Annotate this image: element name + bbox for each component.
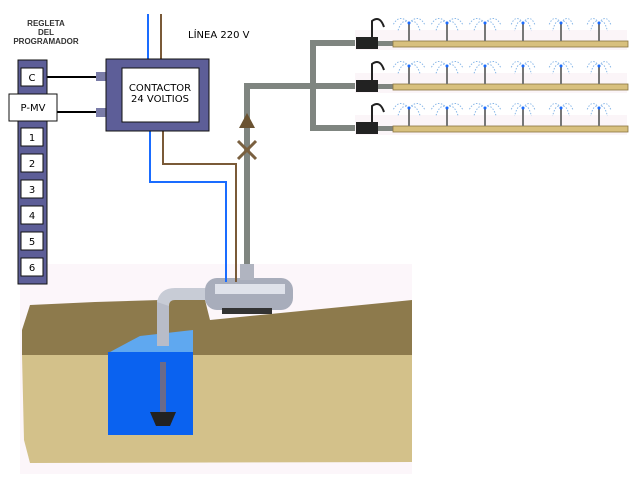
contactor: CONTACTOR 24 VOLTIOS (96, 58, 210, 132)
shutoff-valve-icon (236, 139, 258, 161)
sprinkler-icon (468, 18, 502, 41)
contactor-label-1: CONTACTOR (129, 83, 191, 94)
terminal-p-mv: P-MV (8, 93, 58, 122)
suction-pipe (160, 362, 166, 412)
programmer-strip: C P-MV 1 2 3 4 5 6 (8, 59, 58, 285)
sprinkler-row (355, 61, 629, 93)
sprinkler-icon (548, 18, 574, 41)
terminal-label: 2 (29, 159, 35, 170)
terminal-label: 6 (29, 263, 35, 274)
soil-top (22, 300, 412, 355)
lateral-pipe (392, 125, 629, 133)
solenoid-valve-icon (356, 37, 378, 49)
sprinkler-icon (548, 61, 574, 84)
lateral-pipe (392, 40, 629, 48)
terminal-c: C (20, 67, 44, 87)
foot-valve (150, 412, 176, 426)
terminal-label: 4 (29, 211, 35, 222)
terminal-label: P-MV (21, 103, 46, 114)
sprinkler-icon (586, 103, 612, 126)
sprinkler-icon (392, 61, 426, 84)
terminal-label: C (29, 73, 36, 84)
terminal-6: 6 (20, 257, 44, 277)
sprinkler-icon (468, 103, 502, 126)
strip-title-1: REGLETA (27, 19, 65, 28)
strip-title-3: PROGRAMADOR (13, 37, 79, 46)
solenoid-valve-icon (356, 80, 378, 92)
sprinkler-rows (355, 18, 629, 135)
sprinkler-icon (510, 103, 536, 126)
terminal-3: 3 (20, 179, 44, 199)
water-pipes (240, 40, 355, 280)
sprinkler-icon (548, 103, 574, 126)
sprinkler-icon (586, 18, 612, 41)
terminal-label: 1 (29, 133, 35, 144)
sprinkler-icon (392, 18, 426, 41)
solenoid-valve-icon (356, 122, 378, 134)
check-valve-icon (239, 113, 255, 128)
sprinkler-row (355, 18, 629, 50)
terminal-4: 4 (20, 205, 44, 225)
sprinkler-icon (430, 18, 464, 41)
terminal-1: 1 (20, 127, 44, 147)
lateral-pipe (392, 83, 629, 91)
soil-front (22, 355, 412, 463)
sprinkler-icon (510, 18, 536, 41)
terminal-5: 5 (20, 231, 44, 251)
power-line-label: LÍNEA 220 V (188, 28, 250, 41)
sprinkler-icon (510, 61, 536, 84)
vertical-pipe (157, 300, 169, 346)
sprinkler-icon (392, 103, 426, 126)
terminal-label: 5 (29, 237, 35, 248)
sprinkler-icon (468, 61, 502, 84)
sprinkler-icon (430, 103, 464, 126)
terminal-label: 3 (29, 185, 35, 196)
water-well (108, 352, 193, 435)
sprinkler-row (355, 103, 629, 135)
strip-title-2: DEL (38, 28, 54, 37)
sprinkler-icon (586, 61, 612, 84)
contactor-label-2: 24 VOLTIOS (131, 94, 189, 105)
terminal-2: 2 (20, 153, 44, 173)
water-surface (110, 330, 193, 352)
sprinkler-icon (430, 61, 464, 84)
wiring (47, 14, 237, 282)
elbow-pipe (157, 288, 210, 306)
ground-scene (20, 264, 412, 474)
